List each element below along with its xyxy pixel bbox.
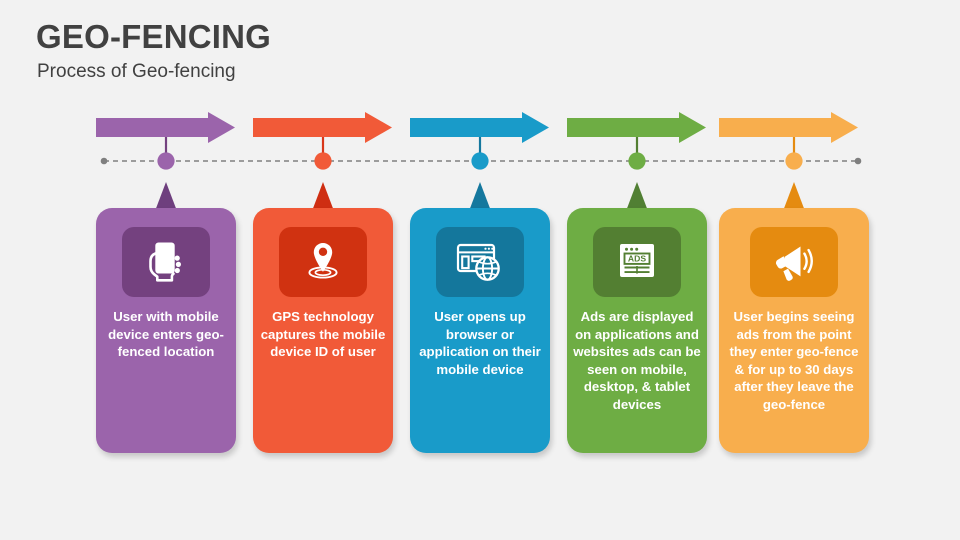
icon-container-1	[122, 227, 210, 297]
process-arrow-4	[567, 112, 706, 143]
icon-container-2	[279, 227, 367, 297]
process-card-1[interactable]: User with mobile device enters geo-fence…	[96, 208, 236, 453]
timeline-start-dot	[100, 157, 108, 165]
page-subtitle: Process of Geo-fencing	[37, 61, 236, 82]
icon-container-3	[436, 227, 524, 297]
timeline-marker-3	[471, 152, 489, 170]
card-pointer-5	[783, 182, 805, 211]
process-card-5[interactable]: User begins seeing ads from the point th…	[719, 208, 869, 453]
card-pointer-4	[626, 182, 648, 211]
process-card-4[interactable]: ADS Ads are displayed on applications an…	[567, 208, 707, 453]
icon-container-5	[750, 227, 838, 297]
svg-text:ADS: ADS	[628, 254, 646, 264]
timeline-end-dot	[854, 157, 862, 165]
page-title: GEO-FENCING	[36, 18, 272, 55]
process-arrow-3	[410, 112, 549, 143]
ads-window-icon: ADS	[620, 244, 654, 277]
process-card-3[interactable]: User opens up browser or application on …	[410, 208, 550, 453]
megaphone-icon	[775, 246, 813, 281]
timeline-marker-1	[157, 152, 175, 170]
card-pointer-1	[155, 182, 177, 211]
process-arrow-5	[719, 112, 858, 143]
timeline-marker-5	[785, 152, 803, 170]
process-card-2[interactable]: GPS technology captures the mobile devic…	[253, 208, 393, 453]
card-pointer-2	[312, 182, 334, 211]
timeline-marker-4	[628, 152, 646, 170]
card-text-5: User begins seeing ads from the point th…	[729, 309, 859, 412]
timeline-marker-2	[314, 152, 332, 170]
hand-holding-mobile-icon	[149, 242, 181, 282]
process-arrow-1	[96, 112, 235, 143]
process-arrow-2	[253, 112, 392, 143]
card-text-3: User opens up browser or application on …	[419, 309, 541, 377]
location-pin-icon	[308, 243, 338, 279]
browser-globe-icon	[456, 243, 500, 281]
card-text-1: User with mobile device enters geo-fence…	[108, 309, 224, 359]
icon-container-4: ADS	[593, 227, 681, 297]
card-text-4: Ads are displayed on applications and we…	[573, 309, 701, 412]
card-pointer-3	[469, 182, 491, 211]
card-text-2: GPS technology captures the mobile devic…	[260, 309, 386, 359]
